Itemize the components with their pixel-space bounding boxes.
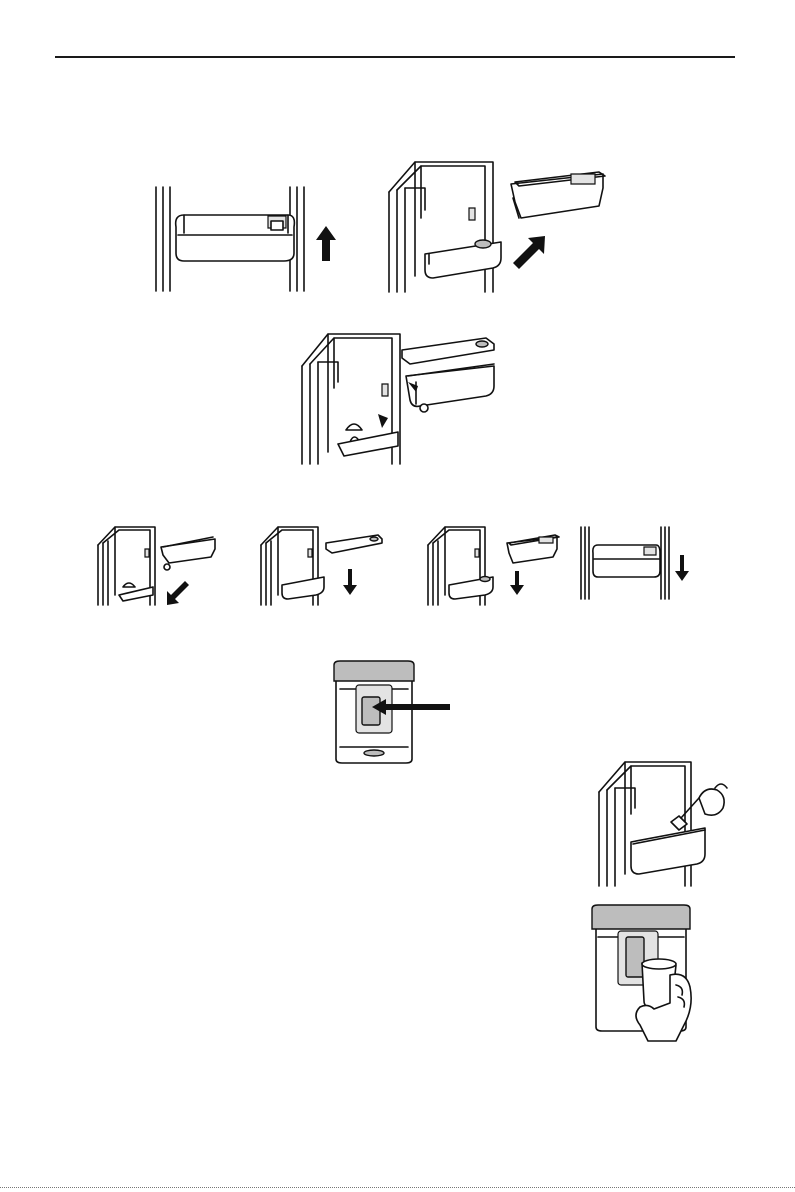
- header-rule: [55, 56, 735, 58]
- figure-dispenser-lever: [332, 659, 452, 765]
- figure-reinstall-4: [578, 525, 698, 601]
- figure-reinstall-2: [258, 525, 383, 607]
- figure-shelf-lid-tank: [298, 332, 508, 466]
- watering-can-icon: [681, 784, 727, 818]
- figure-shelf-lift: [150, 185, 350, 293]
- arrow-down-icon: [343, 569, 357, 595]
- bottom-rule: [0, 1187, 795, 1188]
- figure-reinstall-3: [425, 525, 565, 607]
- figure-reinstall-1: [95, 525, 220, 607]
- figure-shelf-remove: [385, 158, 615, 294]
- arrow-down-icon: [675, 555, 689, 581]
- arrow-up-right-icon: [513, 236, 545, 269]
- arrow-down-icon: [510, 571, 524, 595]
- arrow-down-left-icon: [167, 581, 189, 605]
- figure-fill-tank: [595, 758, 730, 888]
- arrow-up-icon: [316, 226, 336, 261]
- figure-dispense-cup: [590, 903, 700, 1043]
